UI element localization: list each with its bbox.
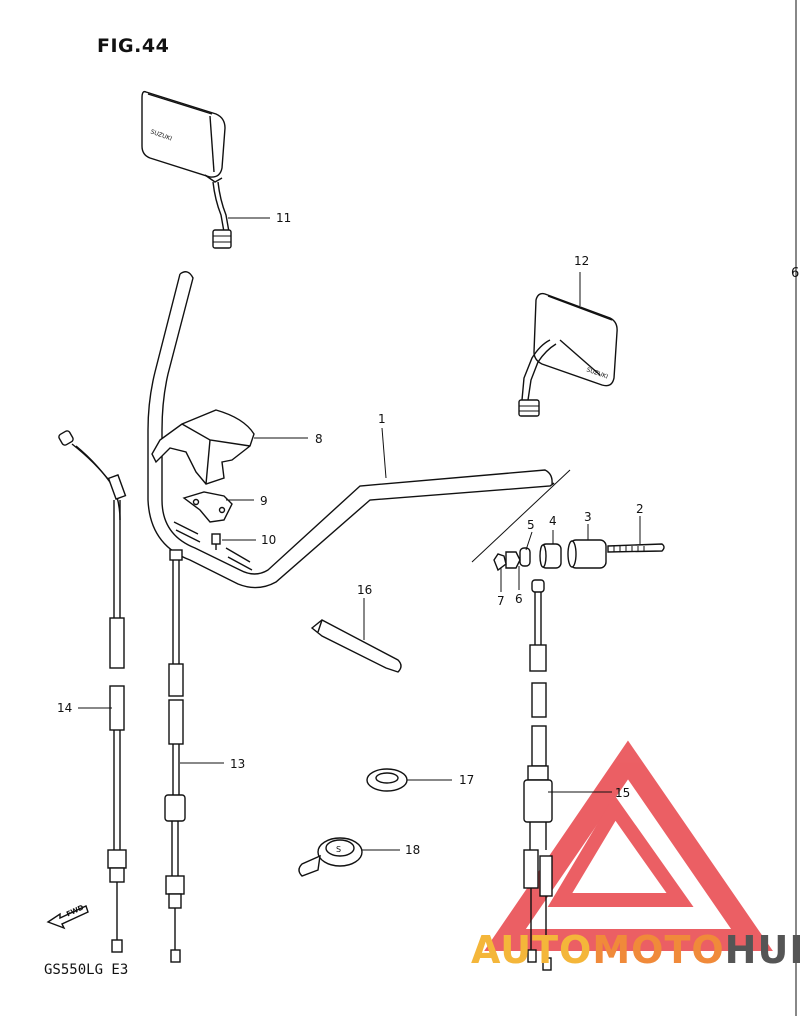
bar-end-assembly [471,469,665,572]
callout-17: 17 [459,773,475,787]
watermark-text: AUTOMOTOHUB [471,928,800,972]
handlebar-holder-lower [182,491,233,523]
watermark-logo [484,740,773,951]
callout-3: 3 [584,510,592,524]
callout-1: 1 [378,412,386,426]
watermark-part-3: HUB [724,928,800,972]
cable-13 [164,549,186,963]
callout-8: 8 [315,432,323,446]
leader-lines [78,217,641,851]
callout-4: 4 [549,514,557,528]
right-mirror [518,292,618,417]
grommet [366,768,408,792]
handlebar-holder-upper [151,409,255,485]
callout-16: 16 [357,583,373,597]
cable-14 [58,430,127,953]
callout-5: 5 [527,518,535,532]
callout-6: 6 [515,592,523,606]
bolt-10 [211,533,221,550]
cable-strap [310,619,402,673]
edge-character: 6 [791,266,800,281]
callout-15: 15 [615,786,631,800]
callout-18: 18 [405,843,421,857]
callout-13: 13 [230,757,246,771]
callout-7: 7 [497,594,505,608]
watermark-part-2: MOTO [592,928,725,972]
callout-11: 11 [276,211,292,225]
left-mirror [141,90,232,249]
figure-title: FIG.44 [97,35,170,57]
svg-text:S: S [336,845,341,854]
handlebar [147,271,555,589]
callout-2: 2 [636,502,644,516]
callout-12: 12 [574,254,590,268]
callout-14: 14 [57,701,73,715]
fwd-arrow [46,905,89,930]
watermark-part-1: AUTO [471,928,593,972]
model-code: GS550LG E3 [44,962,129,978]
callout-9: 9 [260,494,268,508]
cable-15 [523,579,553,971]
cable-clamp: S [298,837,363,877]
callout-10: 10 [261,533,277,547]
